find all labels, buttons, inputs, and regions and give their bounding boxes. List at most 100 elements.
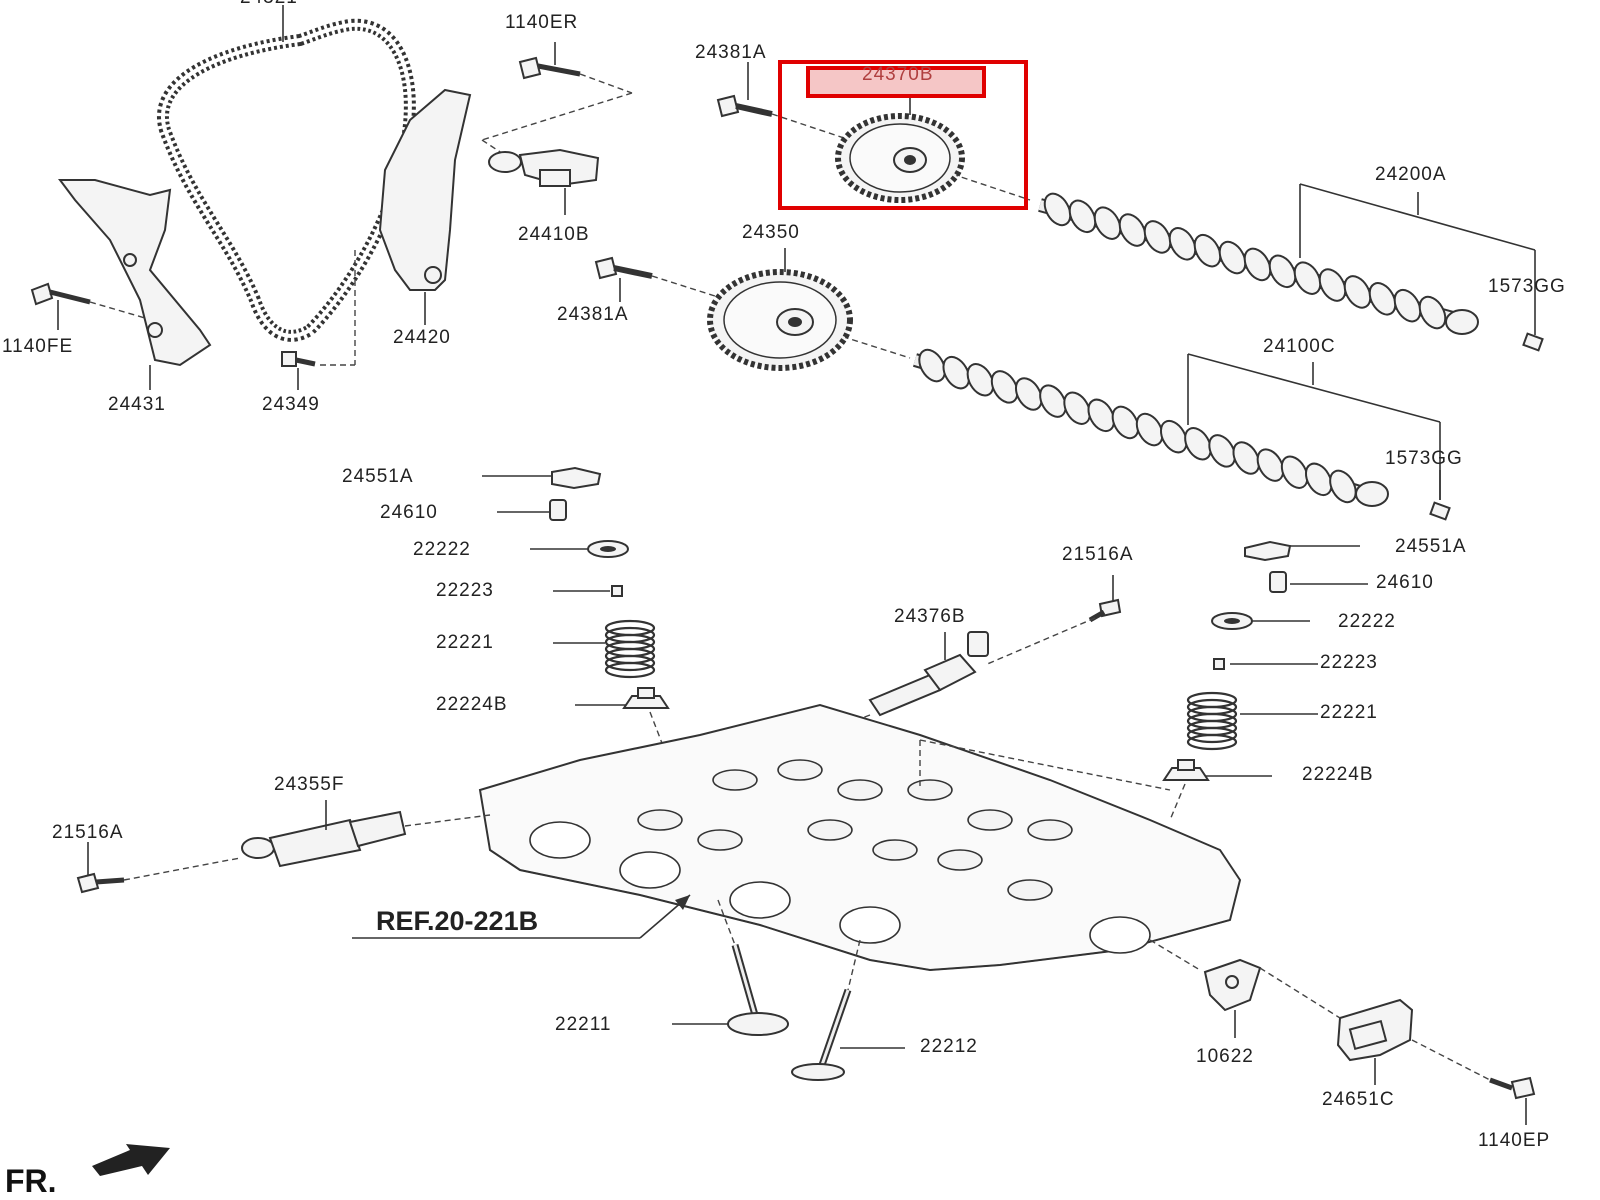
valve-spring-22221-right[interactable]: [1186, 691, 1238, 751]
label-24355f: 24355F: [274, 774, 344, 795]
label-22221-right: 22221: [1320, 702, 1378, 723]
valve-bore: [807, 819, 853, 841]
front-marker: FR.: [5, 1163, 57, 1199]
bolt-1140er[interactable]: [518, 56, 581, 80]
cam-lobe: [1393, 288, 1422, 323]
valve-bore: [697, 829, 743, 851]
valve-cotter-22223-left[interactable]: [611, 585, 623, 597]
cover-24651c[interactable]: [1336, 998, 1414, 1062]
cam-lobe: [1143, 220, 1172, 254]
valve-bore: [967, 809, 1013, 831]
valve-stem-seal-22224b-right[interactable]: [1162, 759, 1210, 781]
label-24420: 24420: [393, 327, 451, 348]
port-opening: [529, 821, 591, 859]
port-opening: [729, 881, 791, 919]
label-22222-left: 22222: [413, 539, 471, 560]
valve-bore: [637, 809, 683, 831]
port-opening: [839, 906, 901, 944]
timing-chain[interactable]: [157, 18, 416, 342]
cam-lobe: [966, 363, 995, 397]
label-24100c: 24100C: [1263, 336, 1336, 357]
bolt-24381a-top[interactable]: [716, 94, 773, 118]
label-21516a-top: 21516A: [1062, 544, 1134, 565]
spring-coil: [1186, 733, 1238, 751]
cam-lobe: [1268, 254, 1297, 289]
camshaft-24100c[interactable]: [913, 345, 1389, 507]
valve-bore: [777, 759, 823, 781]
label-22224b-right: 22224B: [1302, 764, 1374, 785]
spring-retainer-22222-left[interactable]: [587, 540, 629, 558]
cam-lobe: [1208, 434, 1236, 468]
cam-lobe: [1368, 282, 1397, 316]
spring-coil: [604, 661, 656, 679]
lash-adjuster-24610-right[interactable]: [1269, 571, 1287, 593]
cam-lobe: [1243, 247, 1272, 282]
cam-lobe: [1093, 206, 1122, 240]
bolt-24349[interactable]: [281, 351, 316, 367]
label-24321-visible: 24321: [240, 0, 298, 8]
label-24200a: 24200A: [1375, 164, 1447, 185]
plug-1573gg-mid[interactable]: [1429, 501, 1451, 521]
label-22222-right: 22222: [1338, 611, 1396, 632]
exhaust-valve-22212[interactable]: [791, 988, 852, 1081]
camshaft-24200a[interactable]: [1038, 189, 1479, 335]
label-24376b: 24376B: [894, 606, 966, 627]
cam-lobe: [990, 370, 1019, 404]
label-24381a-top: 24381A: [695, 42, 767, 63]
tensioner-24410b[interactable]: [488, 148, 600, 187]
cam-lobe: [1318, 268, 1347, 302]
oil-control-valve-24355f[interactable]: [241, 810, 407, 868]
label-10622: 10622: [1196, 1046, 1254, 1067]
cam-lobe: [1232, 441, 1261, 475]
spring-retainer-22222-right[interactable]: [1211, 612, 1253, 630]
lash-adjuster-24610-left[interactable]: [549, 499, 567, 521]
cam-lobe: [1068, 199, 1097, 234]
cylinder-head[interactable]: [478, 703, 1242, 972]
label-24381a-mid: 24381A: [557, 304, 629, 325]
sprocket-24370b[interactable]: [835, 113, 965, 203]
cam-lobe: [1014, 377, 1043, 411]
label-24610-right: 24610: [1376, 572, 1434, 593]
bolt-24381a-mid[interactable]: [594, 256, 653, 280]
chain-guide-24420[interactable]: [378, 88, 472, 291]
cam-lobe: [1168, 227, 1197, 261]
cam-lobe: [1304, 462, 1333, 497]
bolt-21516a-left[interactable]: [76, 872, 125, 894]
highlight-label-box: [806, 66, 986, 98]
valve-stem-seal-22224b-left[interactable]: [622, 687, 670, 709]
valve-cotter-22223-right[interactable]: [1213, 658, 1225, 670]
cover-10622[interactable]: [1203, 958, 1262, 1012]
label-24551a-right: 24551A: [1395, 536, 1467, 557]
label-1573gg-top: 1573GG: [1488, 276, 1566, 297]
sprocket-24350[interactable]: [707, 269, 853, 371]
cam-lobe: [942, 355, 971, 390]
oil-control-valve-24376b[interactable]: [868, 631, 989, 717]
valve-bore: [872, 839, 918, 861]
rocker-arm-24551a-right[interactable]: [1244, 540, 1292, 562]
cam-lobe: [1118, 213, 1147, 247]
label-24551a-left: 24551A: [342, 466, 414, 487]
bolt-21516a-top[interactable]: [1088, 598, 1122, 623]
cam-lobe: [1256, 448, 1285, 482]
chain-guide-24431[interactable]: [58, 179, 212, 367]
plug-1573gg-top[interactable]: [1522, 332, 1544, 352]
cam-lobe: [1159, 419, 1188, 454]
label-1140ep: 1140EP: [1478, 1130, 1550, 1151]
cam-lobe: [1039, 384, 1067, 418]
cam-lobe: [1193, 233, 1222, 268]
label-ref-20-221b: REF.20-221B: [376, 906, 538, 936]
bolt-1140fe[interactable]: [30, 282, 91, 306]
label-24350: 24350: [742, 222, 800, 243]
label-24349: 24349: [262, 394, 320, 415]
valve-bore: [937, 849, 983, 871]
valve-bore: [1027, 819, 1073, 841]
cam-lobe: [1043, 192, 1072, 227]
valve-spring-22221-left[interactable]: [604, 619, 656, 679]
rocker-arm-24551a-left[interactable]: [551, 466, 602, 490]
valve-bore: [712, 769, 758, 791]
highlight-frame: [778, 60, 1028, 210]
bolt-1140ep[interactable]: [1489, 1076, 1536, 1100]
label-1140fe: 1140FE: [2, 336, 73, 357]
cam-lobe: [1280, 455, 1309, 489]
intake-valve-22211[interactable]: [727, 944, 789, 1036]
